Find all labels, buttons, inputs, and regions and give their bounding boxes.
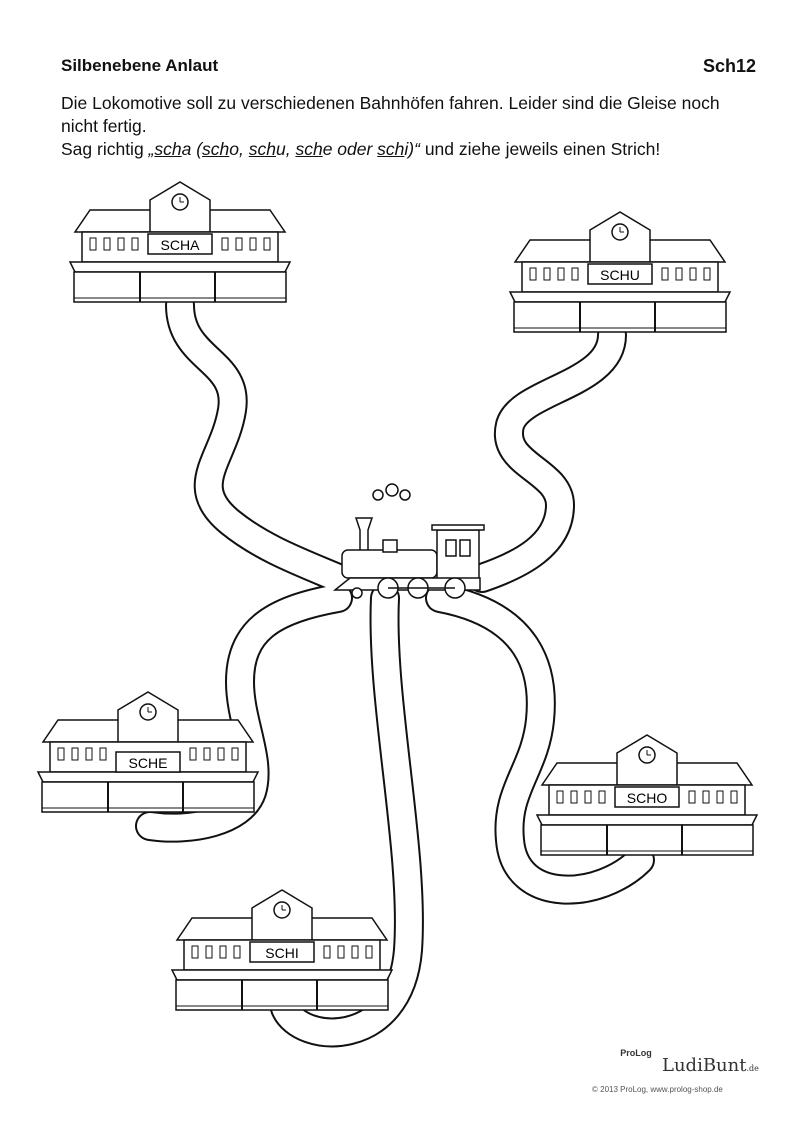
syllable-underlined: sch <box>248 139 276 159</box>
worksheet-code: Sch12 <box>702 56 756 76</box>
locomotive-icon <box>332 483 485 599</box>
syllable-underlined: sch <box>202 139 230 159</box>
station-scha: SCHA <box>69 181 291 303</box>
syllable-part: a ( <box>181 139 203 159</box>
ludibunt-logo-text: LudiBunt <box>662 1055 747 1076</box>
syllable-underlined: sch <box>154 139 182 159</box>
instruction-line-1: Die Lokomotive soll zu verschiedenen Bah… <box>61 93 720 136</box>
syllable-underlined: sch <box>295 139 323 159</box>
instructions: Die Lokomotive soll zu verschiedenen Bah… <box>61 92 761 161</box>
syllable-part: i)“ <box>404 139 420 159</box>
ludibunt-logo-suffix: .de <box>746 1064 759 1073</box>
station-schu: SCHU <box>509 211 731 333</box>
syllable-underlined: sch <box>377 139 405 159</box>
copyright: © 2013 ProLog, www.prolog-shop.de <box>592 1085 723 1094</box>
syllable-part: o, <box>229 139 249 159</box>
syllable-part: u, <box>275 139 296 159</box>
syllable-part: „ <box>148 139 155 159</box>
station-label: SCHU <box>600 267 640 283</box>
instruction-prefix: Sag richtig <box>61 139 149 159</box>
ludibunt-logo: LudiBunt.de <box>662 1055 759 1076</box>
syllable-list: „scha (scho, schu, sche oder schi)“ <box>149 139 420 159</box>
station-label: SCHO <box>627 790 668 806</box>
station-label: SCHE <box>129 755 168 771</box>
station-scho: SCHO <box>536 734 758 856</box>
worksheet-title: Silbenebene Anlaut <box>61 56 219 75</box>
instruction-line-2: Sag richtig „scha (scho, schu, sche oder… <box>61 138 761 161</box>
station-label: SCHA <box>161 237 201 253</box>
station-sche: SCHE <box>37 691 259 813</box>
station-schi: SCHI <box>171 889 393 1011</box>
prolog-logo: ProLog <box>620 1048 652 1058</box>
syllable-part: e oder <box>322 139 378 159</box>
instruction-suffix: und ziehe jeweils einen Strich! <box>419 139 661 159</box>
station-label: SCHI <box>265 945 298 961</box>
